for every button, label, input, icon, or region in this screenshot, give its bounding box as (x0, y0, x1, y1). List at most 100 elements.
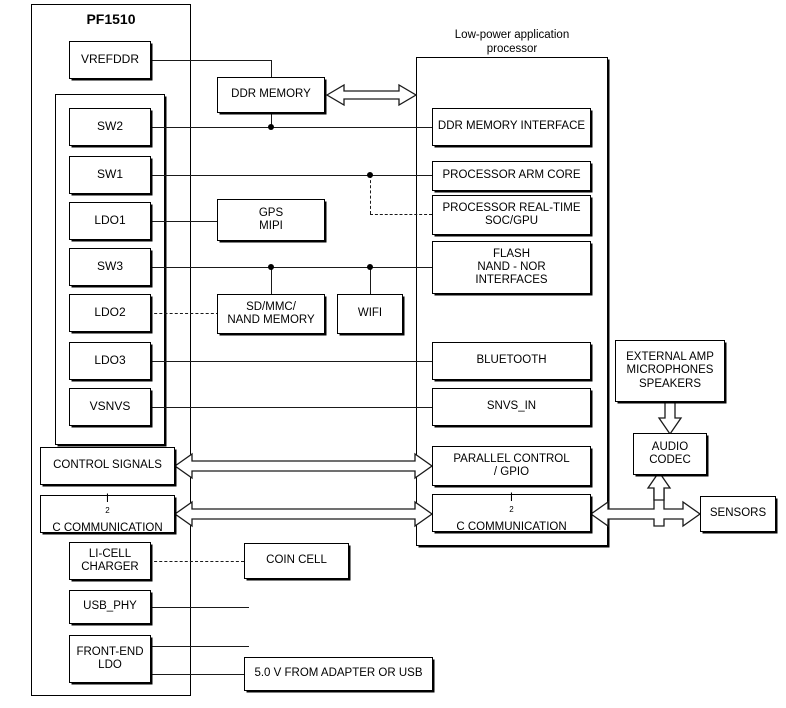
block-external-amp-line2: MICROPHONES (626, 364, 714, 377)
block-bluetooth[interactable]: BLUETOOTH (432, 342, 591, 380)
block-usb-phy[interactable]: USB_PHY (69, 590, 151, 624)
block-gps-mipi-line1: GPS (258, 206, 284, 219)
block-ldo2-label: LDO2 (94, 305, 126, 320)
block-ddr-memory-label: DDR MEMORY (231, 88, 311, 101)
junction-sw3-wifi (367, 264, 373, 270)
arrow-external-amp-to-codec (657, 401, 683, 436)
block-ldo2[interactable]: LDO2 (69, 294, 151, 332)
i2c-pmic-pre: I (105, 492, 110, 505)
block-wifi[interactable]: WIFI (337, 294, 403, 334)
wire-ldo3-bluetooth (149, 361, 432, 362)
block-vrefddr[interactable]: VREFDDR (69, 41, 151, 79)
wire-vrefddr-drop (271, 60, 272, 81)
block-external-amp-line3: SPEAKERS (639, 377, 701, 390)
block-sw2-label: SW2 (96, 119, 123, 134)
wire-front-end-ldo-supply (149, 674, 244, 675)
block-processor-real-time[interactable]: PROCESSOR REAL-TIME SOC/GPU (432, 195, 591, 235)
wire-ldo2-sdmmc (149, 313, 219, 314)
block-external-amp-line1: EXTERNAL AMP (626, 351, 714, 364)
wire-front-end-ldo-top (149, 646, 249, 647)
i2c-proc-post: C COMMUNICATION (456, 521, 567, 534)
arrow-i2c-pmic-bus (173, 500, 434, 528)
block-snvs-in[interactable]: SNVS_IN (432, 388, 591, 426)
wire-licell-coincell (149, 561, 244, 562)
i2c-proc-sup: 2 (509, 504, 514, 514)
block-ldo1-label: LDO1 (94, 213, 126, 228)
wire-vsnvs-snvs (149, 407, 432, 408)
block-vrefddr-label: VREFDDR (80, 52, 139, 67)
block-sw1-label: SW1 (96, 167, 123, 182)
block-parallel-control-gpio[interactable]: PARALLEL CONTROL / GPIO (432, 446, 591, 486)
block-sd-mmc-nand-memory[interactable]: SD/MMC/ NAND MEMORY (217, 294, 325, 334)
block-coin-cell-label: COIN CELL (266, 554, 327, 567)
block-processor-arm-core[interactable]: PROCESSOR ARM CORE (432, 161, 591, 191)
block-control-signals[interactable]: CONTROL SIGNALS (40, 447, 175, 485)
wire-ddr-memory-drop (271, 110, 272, 127)
block-snvs-in-label: SNVS_IN (486, 400, 537, 413)
arrow-control-signals-bus (173, 452, 434, 480)
block-ddr-memory-interface-label: DDR MEMORY INTERFACE (437, 120, 586, 133)
pf1510-outer-frame (31, 4, 191, 696)
block-sd-mmc-nand-memory-line1: SD/MMC/ (246, 300, 296, 313)
block-flash-interfaces[interactable]: FLASH NAND - NOR INTERFACES (432, 241, 591, 294)
wire-vrefddr (149, 60, 271, 61)
processor-frame (416, 57, 608, 546)
block-usb-phy-label: USB_PHY (83, 600, 137, 613)
block-sw3[interactable]: SW3 (69, 248, 151, 286)
block-adapter-supply-label: 5.0 V FROM ADAPTER OR USB (254, 667, 423, 680)
block-li-cell-charger[interactable]: LI-CELL CHARGER (69, 542, 151, 580)
block-processor-real-time-line2: SOC/GPU (484, 215, 539, 227)
pf1510-regulator-group-frame (55, 94, 165, 445)
i2c-pmic-sup: 2 (105, 505, 110, 515)
block-control-signals-label: CONTROL SIGNALS (53, 459, 162, 472)
processor-title-line1: Low-power application (454, 29, 570, 41)
block-parallel-control-gpio-line1: PARALLEL CONTROL (453, 452, 570, 465)
block-external-amp[interactable]: EXTERNAL AMP MICROPHONES SPEAKERS (615, 340, 725, 402)
block-processor-arm-core-label: PROCESSOR ARM CORE (442, 169, 581, 182)
block-bluetooth-label: BLUETOOTH (476, 354, 547, 367)
block-sw2[interactable]: SW2 (69, 108, 151, 146)
junction-sw2-ddr (268, 124, 274, 130)
block-sensors[interactable]: SENSORS (700, 496, 776, 532)
i2c-pmic-post: C COMMUNICATION (52, 522, 163, 535)
block-adapter-supply[interactable]: 5.0 V FROM ADAPTER OR USB (244, 657, 433, 691)
block-gps-mipi-line2: MIPI (259, 220, 283, 232)
wire-sw1 (149, 175, 432, 176)
block-flash-interfaces-line1: FLASH (492, 247, 531, 260)
wire-sw1-realtime-branch-v (370, 175, 371, 214)
wire-sw1-realtime-branch-h (370, 214, 432, 215)
block-ldo3[interactable]: LDO3 (69, 342, 151, 380)
block-ddr-memory-interface[interactable]: DDR MEMORY INTERFACE (432, 108, 591, 146)
block-front-end-ldo[interactable]: FRONT-END LDO (69, 635, 151, 683)
block-ddr-memory[interactable]: DDR MEMORY (217, 77, 325, 113)
junction-sw3-sdmmc (268, 264, 274, 270)
block-front-end-ldo-line1: FRONT-END (76, 645, 144, 658)
pmic-title: PF1510 (86, 11, 136, 27)
block-sensors-label: SENSORS (709, 507, 767, 520)
processor-title-line2: processor (486, 43, 538, 55)
block-gps-mipi[interactable]: GPS MIPI (217, 199, 325, 241)
block-audio-codec[interactable]: AUDIO CODEC (633, 433, 707, 475)
arrow-audio-codec-head (646, 470, 672, 501)
wire-sw2 (149, 127, 432, 128)
block-front-end-ldo-line2: LDO (98, 659, 122, 671)
block-coin-cell[interactable]: COIN CELL (244, 543, 349, 579)
block-flash-interfaces-line3: INTERFACES (475, 274, 548, 287)
block-audio-codec-line1: AUDIO (651, 440, 689, 453)
block-sw3-label: SW3 (96, 259, 123, 274)
wire-usb-phy (149, 607, 249, 608)
block-ldo1[interactable]: LDO1 (69, 202, 151, 240)
block-vsnvs[interactable]: VSNVS (69, 388, 151, 426)
block-sw1[interactable]: SW1 (69, 156, 151, 194)
block-flash-interfaces-line2: NAND - NOR (477, 260, 546, 273)
wire-sw3-sdmmc-drop (271, 267, 272, 294)
i2c-proc-pre: I (509, 491, 514, 504)
block-sd-mmc-nand-memory-line2: NAND MEMORY (227, 314, 315, 326)
block-li-cell-charger-line2: CHARGER (81, 561, 139, 573)
arrow-ddr-bus (325, 83, 418, 107)
wire-ldo1-gps (149, 221, 219, 222)
